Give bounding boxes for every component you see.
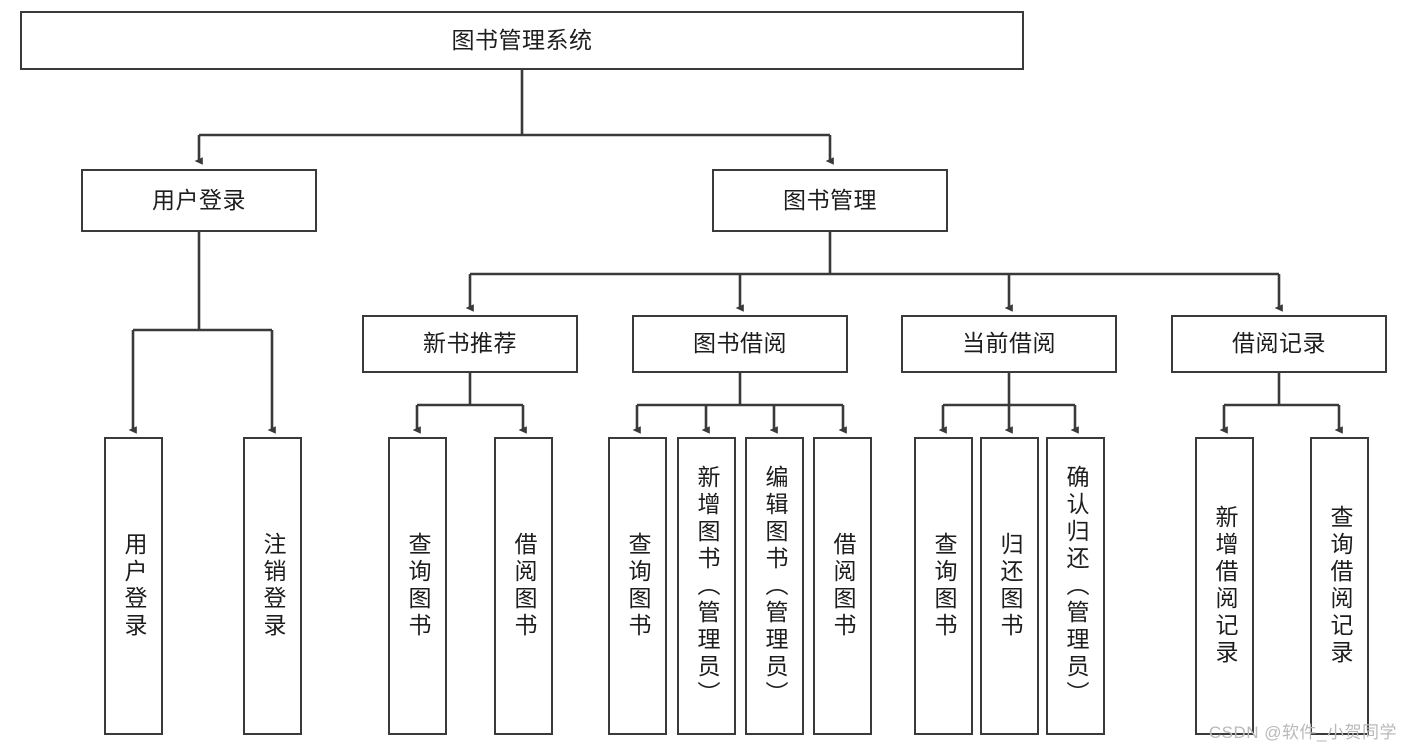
node-leaf-borrow-book-1[interactable]: 借阅图书 xyxy=(494,437,553,735)
node-borrow-record[interactable]: 借阅记录 xyxy=(1171,315,1387,373)
node-leaf-borrow-book-2-label: 借阅图书 xyxy=(830,532,856,640)
node-leaf-user-login[interactable]: 用户登录 xyxy=(104,437,163,735)
node-user-login-label: 用户登录 xyxy=(152,186,246,213)
node-leaf-add-book-label: 新增图书（管理员） xyxy=(694,464,720,708)
node-leaf-edit-book-label: 编辑图书（管理员） xyxy=(762,464,788,708)
node-leaf-confirm-return-label: 确认归还（管理员） xyxy=(1063,464,1089,708)
node-current-borrow-label: 当前借阅 xyxy=(962,330,1056,357)
node-leaf-edit-book[interactable]: 编辑图书（管理员） xyxy=(745,437,804,735)
node-leaf-query-book-3-label: 查询图书 xyxy=(931,532,957,640)
node-leaf-add-book[interactable]: 新增图书（管理员） xyxy=(677,437,736,735)
node-user-login[interactable]: 用户登录 xyxy=(81,169,317,232)
node-leaf-add-record[interactable]: 新增借阅记录 xyxy=(1195,437,1254,735)
node-book-borrow[interactable]: 图书借阅 xyxy=(632,315,848,373)
node-leaf-query-record[interactable]: 查询借阅记录 xyxy=(1310,437,1369,735)
node-leaf-user-logout[interactable]: 注销登录 xyxy=(243,437,302,735)
node-current-borrow[interactable]: 当前借阅 xyxy=(901,315,1117,373)
node-borrow-record-label: 借阅记录 xyxy=(1232,330,1326,357)
node-leaf-user-login-label: 用户登录 xyxy=(121,532,147,640)
node-leaf-query-book-1[interactable]: 查询图书 xyxy=(388,437,447,735)
node-leaf-query-book-2-label: 查询图书 xyxy=(625,532,651,640)
node-leaf-return-book[interactable]: 归还图书 xyxy=(980,437,1039,735)
node-book-management[interactable]: 图书管理 xyxy=(712,169,948,232)
node-leaf-user-logout-label: 注销登录 xyxy=(260,532,286,640)
node-leaf-borrow-book-1-label: 借阅图书 xyxy=(511,532,537,640)
node-new-book-recommend-label: 新书推荐 xyxy=(423,330,517,357)
node-leaf-query-book-1-label: 查询图书 xyxy=(405,532,431,640)
node-new-book-recommend[interactable]: 新书推荐 xyxy=(362,315,578,373)
node-root-label: 图书管理系统 xyxy=(451,26,593,53)
node-leaf-query-book-2[interactable]: 查询图书 xyxy=(608,437,667,735)
node-leaf-add-record-label: 新增借阅记录 xyxy=(1212,505,1238,667)
watermark: CSDN @软件_小贺同学 xyxy=(1208,723,1397,742)
node-leaf-query-book-3[interactable]: 查询图书 xyxy=(914,437,973,735)
node-root[interactable]: 图书管理系统 xyxy=(20,11,1024,70)
node-leaf-query-record-label: 查询借阅记录 xyxy=(1327,505,1353,667)
node-book-borrow-label: 图书借阅 xyxy=(693,330,787,357)
node-book-management-label: 图书管理 xyxy=(783,186,877,213)
node-leaf-return-book-label: 归还图书 xyxy=(997,532,1023,640)
node-leaf-confirm-return[interactable]: 确认归还（管理员） xyxy=(1046,437,1105,735)
node-leaf-borrow-book-2[interactable]: 借阅图书 xyxy=(813,437,872,735)
